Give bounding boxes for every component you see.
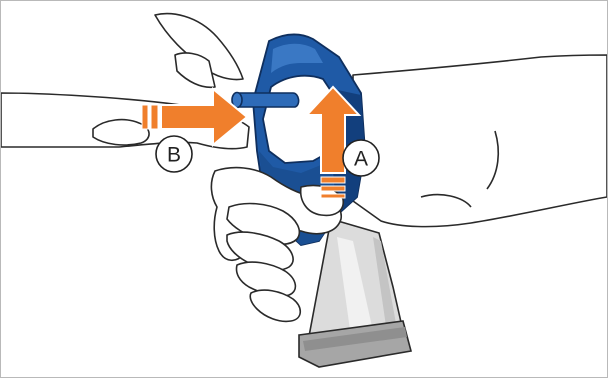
loader-push-rod (237, 93, 299, 107)
right-arm (353, 55, 607, 227)
callout-a: A (343, 140, 379, 176)
callout-b: B (156, 136, 192, 172)
callout-b-label: B (167, 144, 181, 167)
callout-a-label: A (354, 148, 368, 171)
